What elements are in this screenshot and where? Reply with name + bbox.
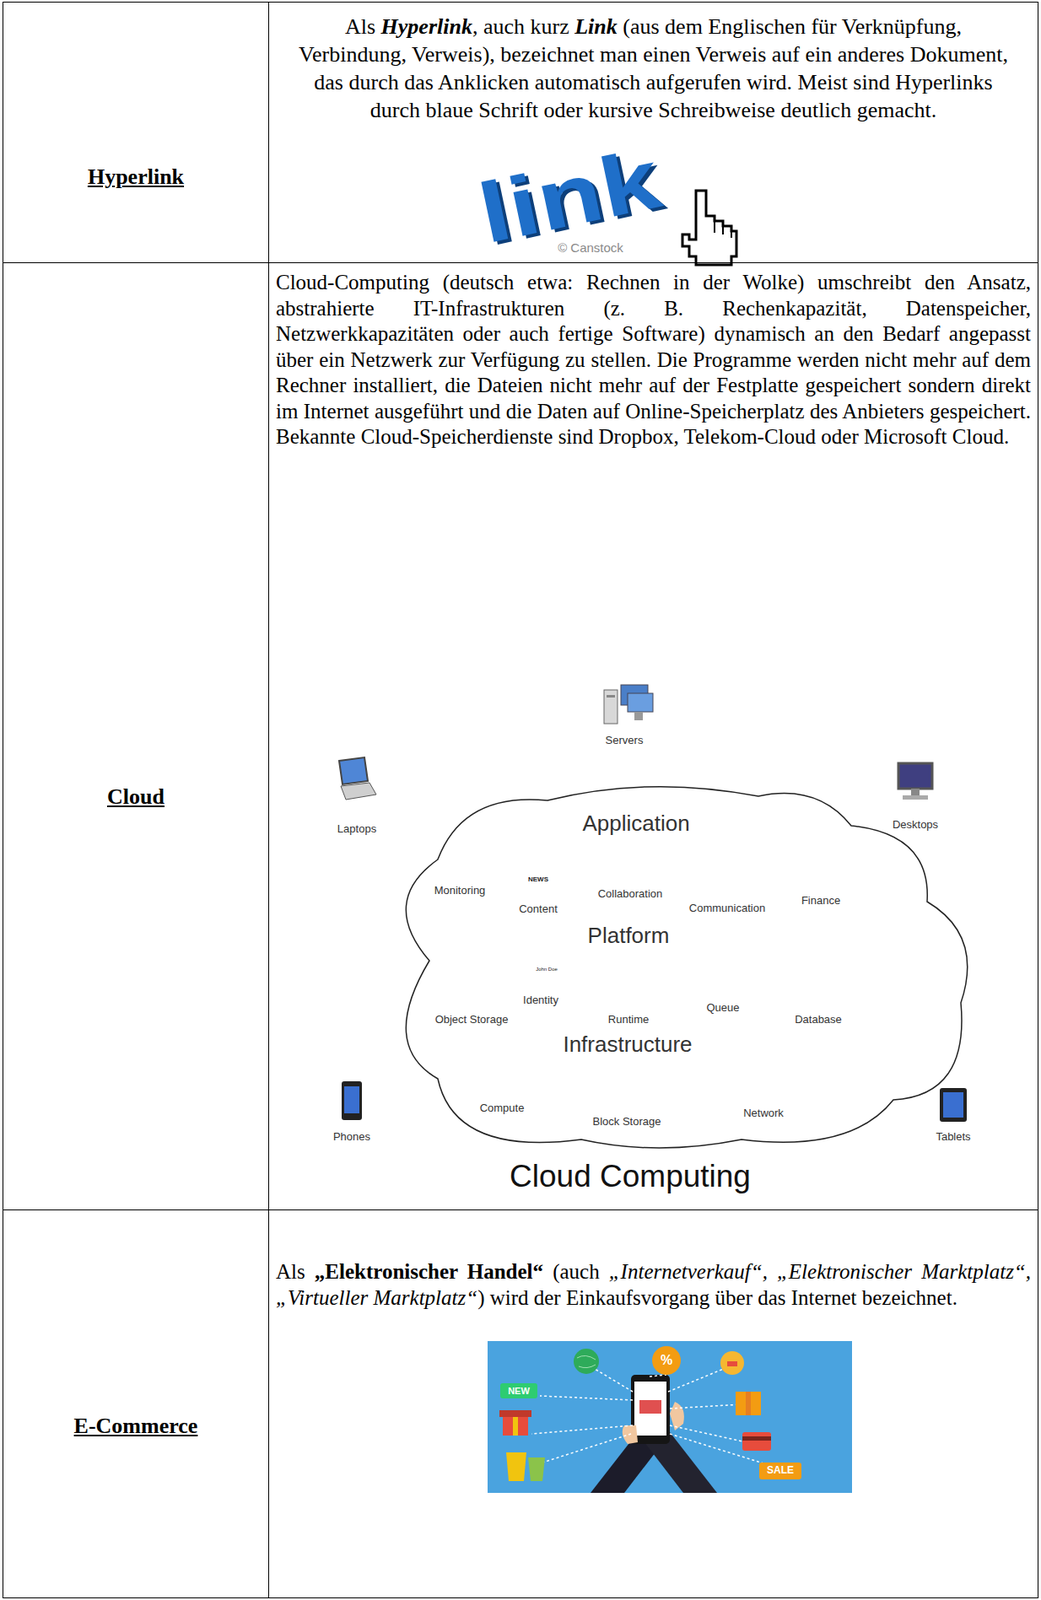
definition-run: Cloud-Computing (deutsch etwa: Rechnen i… bbox=[275, 270, 1031, 448]
definition-cell: Als „Elektronischer Handel“ (auch „Inter… bbox=[268, 1209, 1039, 1599]
term-heading: Cloud bbox=[3, 784, 269, 810]
term-heading: Hyperlink bbox=[3, 164, 269, 190]
desktop-icon bbox=[898, 763, 933, 800]
definition-run: , auch kurz bbox=[472, 14, 570, 39]
layer-heading: Platform bbox=[587, 922, 670, 950]
definition-text: Cloud-Computing (deutsch etwa: Rechnen i… bbox=[269, 263, 1038, 451]
term-heading: E-Commerce bbox=[3, 1413, 269, 1440]
tag-text: % bbox=[660, 1353, 673, 1369]
device-label: Phones bbox=[333, 1131, 371, 1144]
definition-run: ) wird der Einkaufsvorgang über das Inte… bbox=[477, 1286, 958, 1310]
definition-text: Als „Elektronischer Handel“ (auch „Inter… bbox=[269, 1210, 1038, 1311]
layer-heading: Infrastructure bbox=[562, 1031, 692, 1058]
device-label: Servers bbox=[605, 734, 644, 747]
definition-run: „Elektronischer Handel“ bbox=[314, 1260, 544, 1284]
definition-run: Link bbox=[574, 14, 618, 39]
definition-run: (auch bbox=[552, 1260, 600, 1284]
definition-text: Als Hyperlink, auch kurz Link (aus dem E… bbox=[269, 2, 1038, 125]
definition-run: Als bbox=[275, 1260, 306, 1284]
phone-icon bbox=[341, 1081, 362, 1121]
tablet-icon bbox=[939, 1088, 967, 1122]
term-cell: Hyperlink bbox=[2, 1, 270, 264]
cloud-shape: ApplicationPlatformInfrastructure bbox=[378, 775, 984, 1157]
diagram-caption: Cloud Computing bbox=[509, 1159, 751, 1195]
device-label: Laptops bbox=[337, 823, 377, 836]
ecommerce-picture bbox=[487, 1341, 853, 1494]
layer-heading: Application bbox=[582, 810, 690, 837]
tag-text: NEW bbox=[507, 1386, 530, 1397]
servers-icon bbox=[604, 685, 653, 724]
watermark: © Canstock bbox=[557, 241, 624, 256]
definition-cell: Als Hyperlink, auch kurz Link (aus dem E… bbox=[268, 1, 1039, 264]
tag-text: SALE bbox=[766, 1465, 794, 1477]
definition-run: Hyperlink bbox=[381, 14, 473, 39]
hand-cursor bbox=[682, 190, 737, 265]
picture-word: link bbox=[470, 131, 668, 260]
definition-run: Als bbox=[345, 14, 382, 39]
definition-cell: Cloud-Computing (deutsch etwa: Rechnen i… bbox=[268, 262, 1039, 1211]
term-cell: Cloud bbox=[2, 262, 270, 1211]
term-cell: E-Commerce bbox=[2, 1209, 270, 1599]
device-label: Desktops bbox=[892, 819, 939, 831]
device-label: Tablets bbox=[935, 1131, 971, 1144]
laptop-icon bbox=[339, 757, 377, 800]
